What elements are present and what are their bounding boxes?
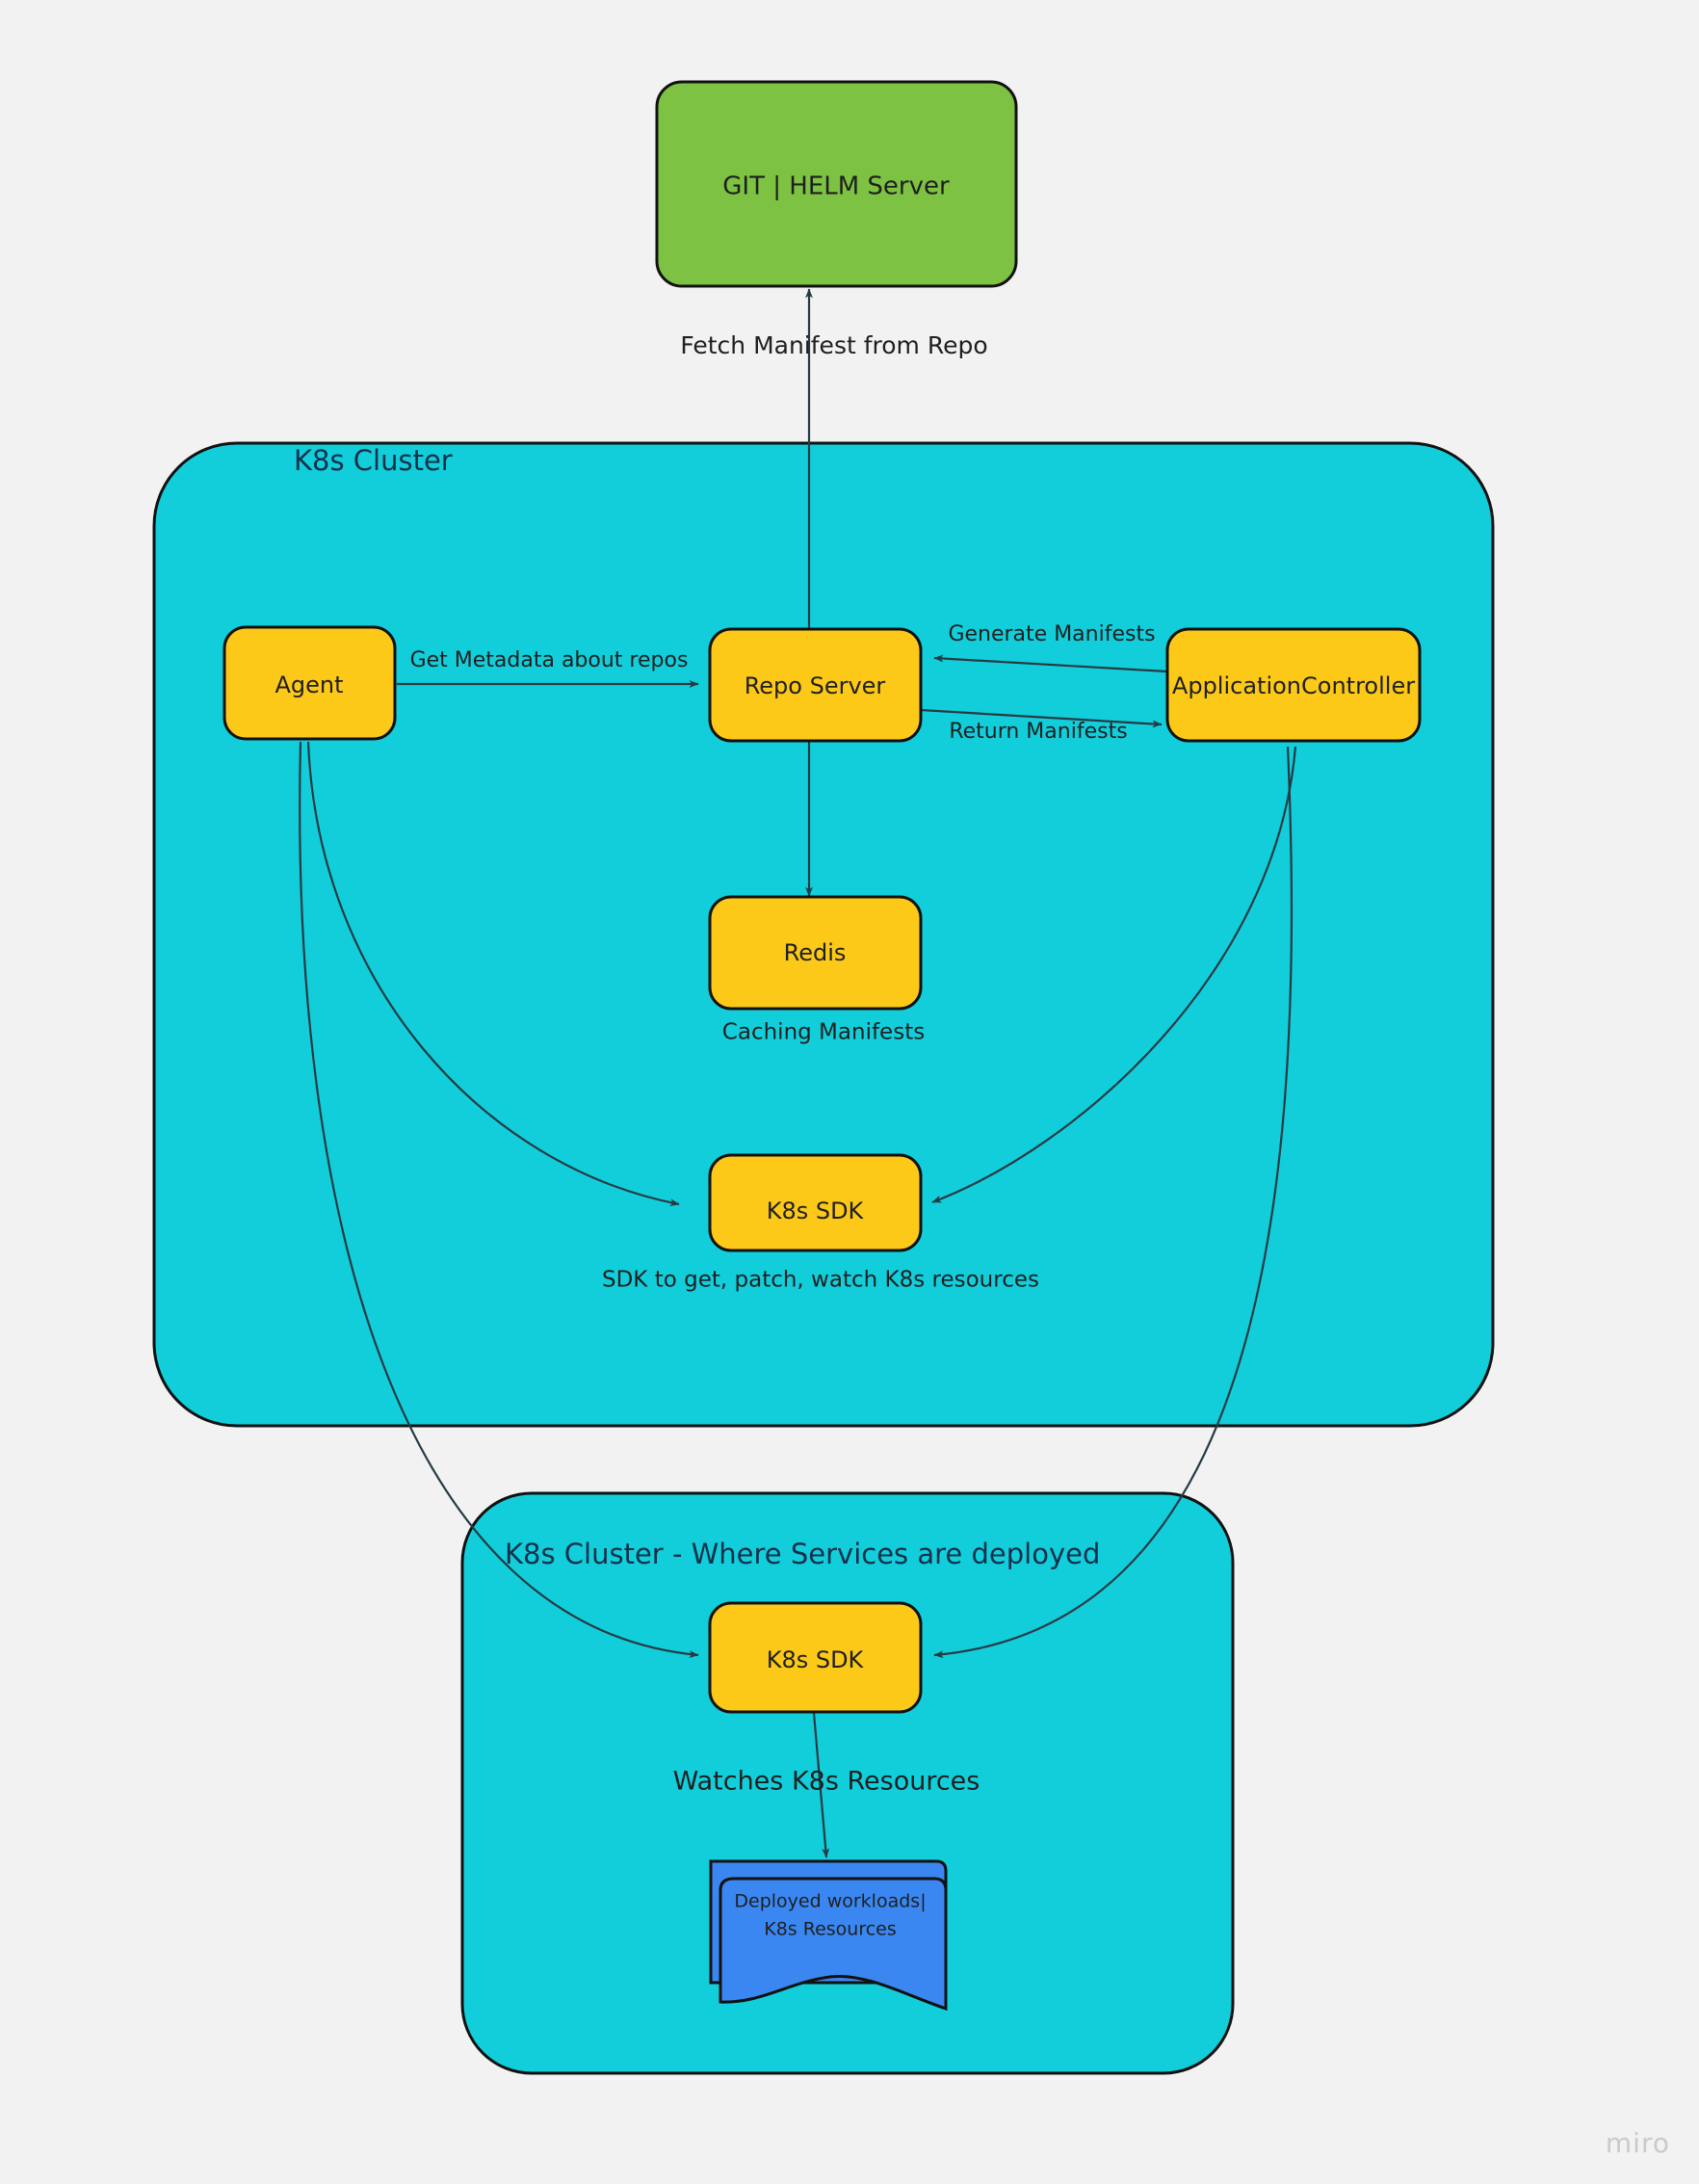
edge-application-controller-to-k8s-sdk-services (933, 746, 1294, 1659)
edge-label-generate-manifests: Generate Manifests (948, 622, 1155, 646)
edge-application-controller-to-repo-server (933, 654, 1168, 673)
cluster-k8s-services[interactable]: K8s Cluster - Where Services are deploye… (460, 1491, 1235, 2075)
edge-label-caching-manifests: Caching Manifests (722, 1020, 925, 1045)
node-k8s-sdk-services[interactable]: K8s SDK (708, 1601, 923, 1714)
miro-watermark: miro (1605, 2127, 1670, 2159)
edge-k8s-sdk-to-deployed-workloads (812, 1712, 830, 1858)
node-application-controller-box (1165, 627, 1422, 743)
node-repo-server[interactable]: Repo Server (708, 627, 923, 743)
edge-agent-to-k8s-sdk-services (299, 741, 699, 1659)
node-deployed-workloads-label-line2: K8s Resources (764, 1919, 897, 1940)
node-git-helm-server-box (655, 80, 1018, 288)
node-k8s-sdk-services-box (708, 1601, 923, 1714)
node-k8s-sdk-services-label: K8s SDK (767, 1646, 865, 1673)
edge-label-fetch-manifest: Fetch Manifest from Repo (680, 331, 987, 359)
node-k8s-sdk-main-label: K8s SDK (767, 1197, 865, 1224)
cluster-k8s-main-title: K8s Cluster (294, 444, 453, 477)
cluster-k8s-services-title: K8s Cluster - Where Services are deploye… (505, 1538, 1100, 1570)
node-git-helm-server-label: GIT | HELM Server (722, 172, 950, 201)
node-deployed-workloads-label-line1: Deployed workloads| (734, 1891, 926, 1912)
node-agent-box (222, 625, 397, 741)
edge-label-sdk-purpose: SDK to get, patch, watch K8s resources (602, 1268, 1039, 1293)
edge-agent-to-k8s-sdk-main (306, 741, 680, 1207)
node-k8s-sdk-main-box (708, 1153, 923, 1252)
edge-repo-server-to-application-controller (920, 708, 1163, 728)
node-deployed-workloads-front-sheet (719, 1877, 948, 2012)
cluster-k8s-services-body (460, 1491, 1235, 2075)
edge-label-watches-resources: Watches K8s Resources (673, 1767, 980, 1797)
node-redis-box (708, 895, 923, 1011)
node-application-controller[interactable]: ApplicationController (1165, 627, 1422, 743)
node-agent-label: Agent (274, 671, 343, 698)
edge-label-get-metadata: Get Metadata about repos (410, 648, 689, 672)
node-git-helm-server[interactable]: GIT | HELM Server (655, 80, 1018, 288)
edge-label-return-manifests: Return Manifests (949, 720, 1127, 744)
node-agent[interactable]: Agent (222, 625, 397, 741)
node-k8s-sdk-main[interactable]: K8s SDK (708, 1153, 923, 1252)
edge-application-controller-to-k8s-sdk-main (931, 746, 1297, 1204)
node-repo-server-label: Repo Server (745, 672, 886, 699)
node-repo-server-box (708, 627, 923, 743)
node-redis[interactable]: Redis (708, 895, 923, 1011)
node-deployed-workloads[interactable]: Deployed workloads| K8s Resources (709, 1859, 948, 2012)
node-redis-label: Redis (784, 939, 847, 966)
node-application-controller-label: ApplicationController (1172, 672, 1415, 699)
